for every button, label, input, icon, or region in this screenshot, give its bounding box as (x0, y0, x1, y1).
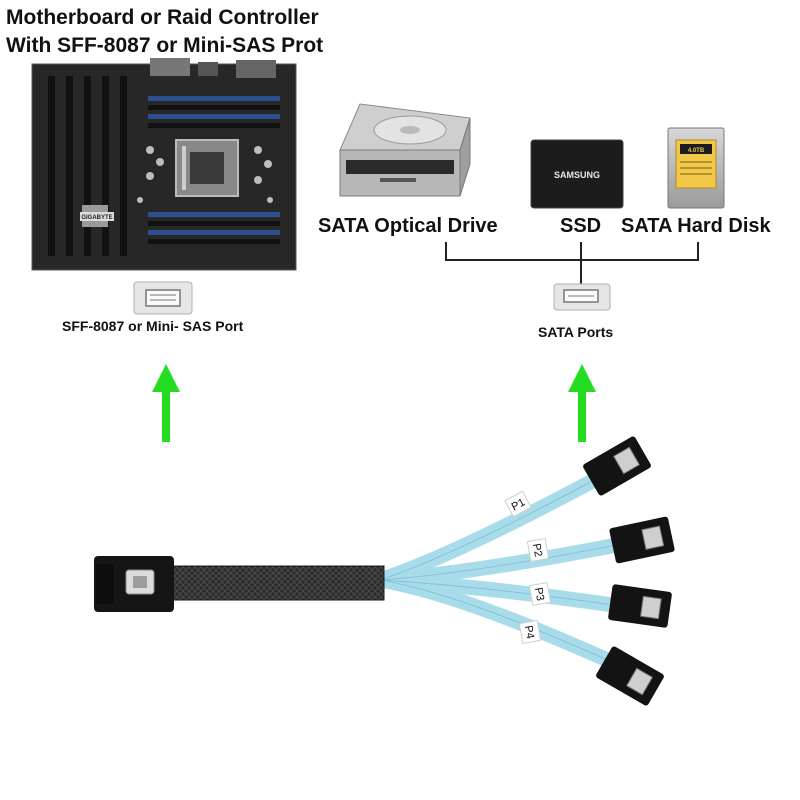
motherboard-brand: GIGABYTE (81, 215, 112, 221)
sata-connector-icon (608, 584, 672, 628)
hard-disk-image: 4.0TB (667, 127, 725, 209)
sata-port-icon (553, 283, 611, 311)
ssd-brand: SAMSUNG (554, 170, 600, 180)
port-tag-p1: P1 (510, 496, 528, 513)
sata-connector-icon (609, 516, 675, 564)
sata-ports-label: SATA Ports (538, 324, 614, 340)
hard-disk-label: SATA Hard Disk (621, 215, 771, 237)
page-title: Motherboard or Raid Controller With SFF-… (6, 4, 323, 60)
port-tag: P2 (526, 538, 550, 562)
mini-sas-port-label: SFF-8087 or Mini- SAS Port (62, 318, 244, 334)
dimm-slots-top (148, 96, 280, 128)
ssd-image: SAMSUNG (530, 139, 624, 209)
mini-sas-connector (94, 556, 174, 612)
port-tag-p4: P4 (522, 624, 536, 639)
title-line-1: Motherboard or Raid Controller (6, 6, 319, 29)
sata-connector-icon (583, 436, 651, 496)
optical-drive-label: SATA Optical Drive (318, 215, 498, 237)
pcie-slots (48, 76, 127, 256)
motherboard-image: GIGABYTE (31, 58, 297, 271)
port-tag-p2: P2 (530, 542, 544, 557)
sata-connector-icon (596, 646, 664, 706)
port-tag: P1 (504, 490, 532, 518)
sata-cable-fan (372, 470, 630, 670)
optical-drive-image (339, 103, 471, 197)
port-tag: P3 (528, 582, 552, 606)
port-tag-p3: P3 (532, 586, 546, 601)
braided-sleeve (168, 566, 384, 600)
dimm-slots-bottom (148, 212, 280, 244)
title-line-2: With SFF-8087 or Mini-SAS Prot (6, 34, 324, 57)
cable-assembly: P1 P2 P3 P4 (94, 436, 675, 706)
device-bracket (445, 242, 699, 286)
arrow-up-icon (152, 364, 180, 442)
hdd-capacity: 4.0TB (688, 148, 705, 154)
capacitors (137, 146, 273, 203)
arrow-up-icon (568, 364, 596, 442)
ssd-label: SSD (560, 215, 602, 237)
mini-sas-port-icon (133, 281, 193, 315)
port-tag: P4 (518, 620, 542, 644)
cpu-socket (175, 139, 239, 197)
